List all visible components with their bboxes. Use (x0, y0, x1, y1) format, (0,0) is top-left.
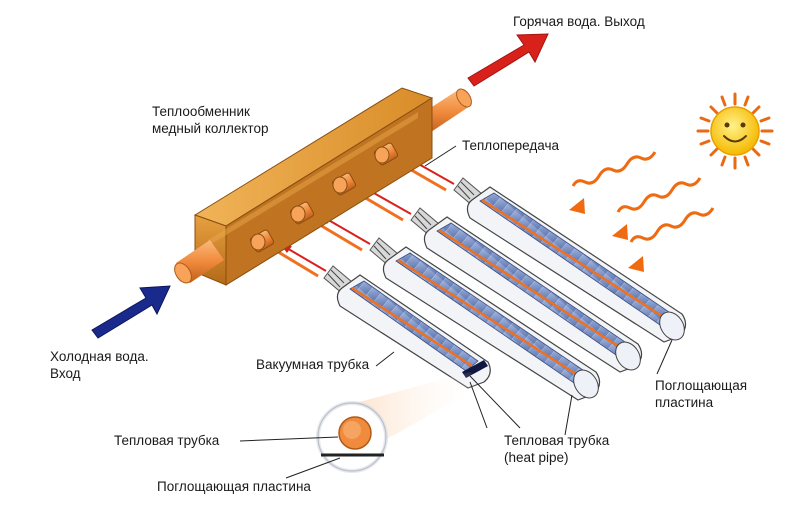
vacuum-tube-label: Вакуумная трубка (256, 357, 370, 372)
cold-water-in-label: Холодная вода. Вход (50, 349, 149, 381)
vacuum-tube-1 (453, 177, 687, 343)
main-pipe-left (174, 240, 224, 284)
vacuum-tube-2 (410, 207, 643, 373)
leader-lines (239, 145, 673, 479)
heat-pipe-left-label: Тепловая трубка (114, 433, 220, 448)
heat-exchanger-label: Теплообменник медный коллектор (152, 104, 269, 136)
cold-water-arrow (91, 285, 171, 339)
absorber-plate-right-label: Поглощающая пластина (655, 378, 748, 410)
tube-cross-section (316, 372, 486, 473)
sun-icon (696, 92, 774, 170)
hot-water-arrow (467, 33, 549, 87)
vacuum-tube-3 (369, 237, 601, 401)
manifold-nipples (249, 142, 399, 253)
vacuum-tube-front (323, 265, 491, 389)
heat-pipe-center-label: Тепловая трубка (heat pipe) (504, 433, 610, 465)
absorber-plate-bottom-label: Поглощающая пластина (157, 479, 311, 494)
heat-ray-arrows (569, 151, 715, 272)
hot-water-out-label: Горячая вода. Выход (513, 14, 645, 29)
heat-transfer-label: Теплопередача (462, 138, 560, 153)
manifold-box (193, 87, 434, 286)
